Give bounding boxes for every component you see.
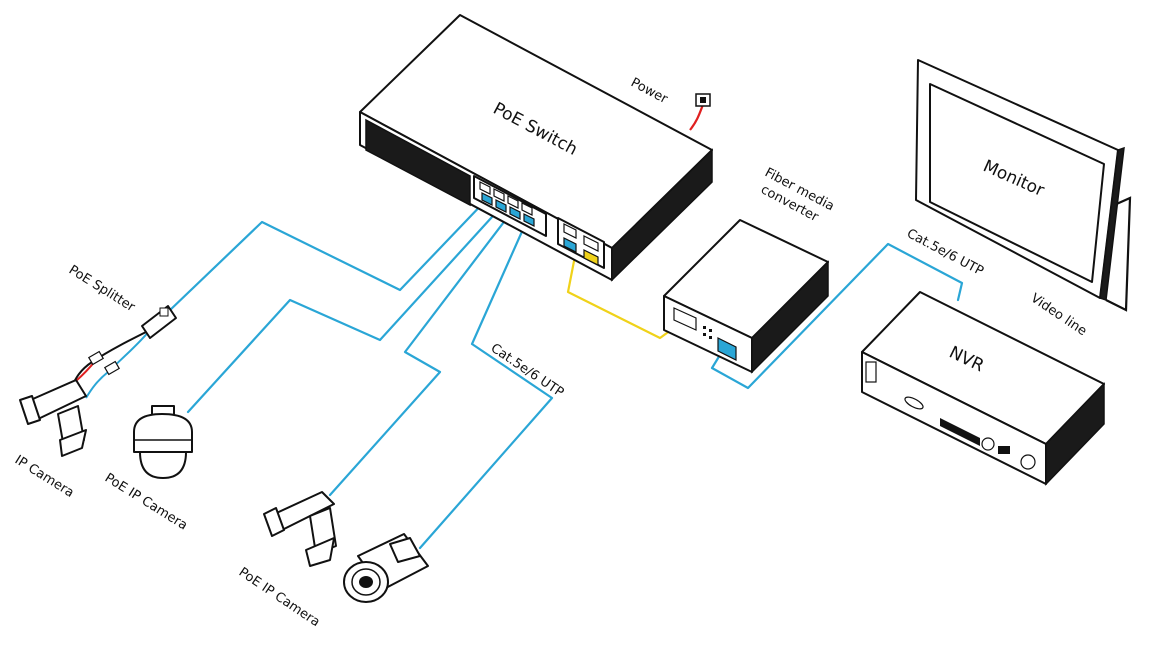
power-label: Power xyxy=(628,75,670,107)
ip-camera-icon xyxy=(19,379,87,457)
cat-utp-label-right: Cat.5e/6 UTP xyxy=(904,226,986,279)
cable-to-splitter xyxy=(166,196,490,314)
cables xyxy=(69,101,1132,550)
monitor-icon xyxy=(915,59,1125,302)
bullet-camera-icon xyxy=(343,533,429,603)
poe-splitter-label: PoE Splitter xyxy=(66,263,138,316)
cable-to-bullet-camera xyxy=(418,216,554,550)
dome-camera-icon xyxy=(133,405,193,479)
cat-utp-label-center: Cat.5e/6 UTP xyxy=(488,341,567,401)
nvr-icon xyxy=(861,291,1105,486)
splitter-wire-blue xyxy=(85,329,151,399)
ip-camera-label: IP Camera xyxy=(12,453,77,501)
cable-video xyxy=(1105,196,1132,312)
fiber-media-converter-icon xyxy=(663,219,829,374)
cable-converter-to-nvr xyxy=(710,242,964,390)
poe-splitter-icon xyxy=(87,305,177,376)
power-socket-icon xyxy=(695,93,711,107)
splitter-wire-black xyxy=(71,329,151,387)
video-line-label: Video line xyxy=(1028,291,1089,339)
poe-switch-icon: PoE Switch xyxy=(359,14,713,282)
cable-to-dome-camera xyxy=(186,204,504,414)
poe-ip-camera-label-dome: PoE IP Camera xyxy=(102,471,190,534)
switch-uplink-ports xyxy=(557,217,605,269)
cable-to-box-camera xyxy=(328,208,515,497)
switch-ports xyxy=(473,175,547,237)
poe-ip-camera-label-box: PoE IP Camera xyxy=(236,565,323,630)
box-camera-icon xyxy=(263,491,337,567)
